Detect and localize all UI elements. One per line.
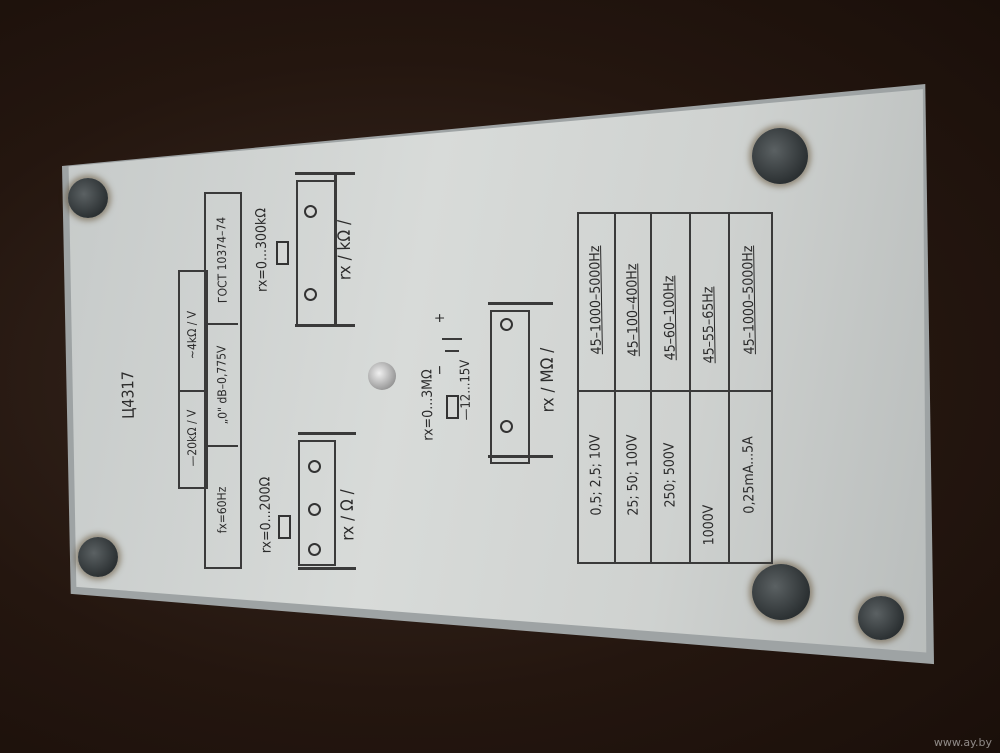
- spec-box-bottom: [204, 192, 242, 569]
- range-table: [577, 212, 773, 564]
- table-row-freq: 45–1000–5000Hz: [740, 245, 758, 355]
- watermark: www.ay.by: [933, 736, 992, 749]
- socket-rail: [488, 302, 553, 305]
- terminal-icon: [308, 460, 321, 473]
- table-divider: [728, 212, 730, 562]
- spec-box-top: [178, 270, 208, 489]
- socket-rail: [298, 432, 356, 435]
- kohm-label: rx / kΩ /: [334, 219, 356, 281]
- battery-icon: [442, 338, 462, 340]
- mohm-range: rx=0...3MΩ: [419, 369, 437, 441]
- model-label: Ц4317: [118, 370, 138, 420]
- table-row-freq: 45–100–400Hz: [624, 263, 642, 357]
- mohm-supply: —12...15V: [457, 359, 475, 421]
- spec-standard: ГОСТ 10374–74: [214, 216, 230, 304]
- table-row-freq: 45–60–100Hz: [661, 275, 679, 361]
- mohm-label: rx / MΩ /: [537, 347, 559, 413]
- ohm-socket: [298, 440, 336, 566]
- resistor-icon: [446, 395, 459, 419]
- rubber-foot: [858, 596, 904, 640]
- socket-rail: [334, 172, 337, 327]
- ohm-label: rx / Ω /: [337, 489, 359, 541]
- table-row-freq: 45–55–65Hz: [700, 286, 718, 364]
- socket-rail: [488, 455, 553, 458]
- mohm-socket: [490, 310, 530, 464]
- kohm-range: rx=0...300kΩ: [253, 207, 271, 293]
- kohm-socket: [296, 180, 336, 326]
- divider: [178, 390, 206, 392]
- table-row-freq: 45–1000–5000Hz: [587, 245, 605, 355]
- battery-minus: −: [431, 364, 449, 376]
- terminal-icon: [500, 318, 513, 331]
- rubber-foot: [752, 128, 808, 184]
- table-divider: [577, 390, 771, 392]
- ohm-range: rx=0...200Ω: [257, 476, 275, 554]
- socket-rail: [295, 172, 355, 175]
- rubber-foot: [68, 178, 108, 218]
- terminal-icon: [304, 288, 317, 301]
- table-row-range: 0,25mA...5A: [740, 436, 758, 514]
- spec-dc: —20kΩ / V: [184, 409, 200, 467]
- table-divider: [614, 212, 616, 562]
- table-divider: [650, 212, 652, 562]
- divider: [204, 445, 238, 447]
- resistor-icon: [276, 241, 289, 265]
- spec-freq: fx=60Hz: [214, 486, 230, 534]
- battery-plus: +: [431, 312, 449, 324]
- table-row-range: 1000V: [700, 504, 718, 546]
- table-row-range: 25; 50; 100V: [624, 434, 642, 516]
- socket-rail: [298, 567, 356, 570]
- socket-rail: [295, 324, 355, 327]
- battery-icon: [445, 350, 459, 352]
- divider: [204, 323, 238, 325]
- spec-db: „0" dB–0,775V: [214, 345, 230, 425]
- rubber-foot: [752, 564, 810, 620]
- rubber-foot: [78, 537, 118, 577]
- table-row-range: 250; 500V: [661, 442, 679, 508]
- terminal-icon: [500, 420, 513, 433]
- resistor-icon: [278, 515, 291, 539]
- table-row-range: 0,5; 2,5; 10V: [587, 434, 605, 516]
- terminal-icon: [308, 503, 321, 516]
- terminal-icon: [304, 205, 317, 218]
- center-screw[interactable]: [368, 362, 396, 390]
- terminal-icon: [308, 543, 321, 556]
- spec-ac: ~4kΩ / V: [184, 310, 200, 360]
- table-divider: [689, 212, 691, 562]
